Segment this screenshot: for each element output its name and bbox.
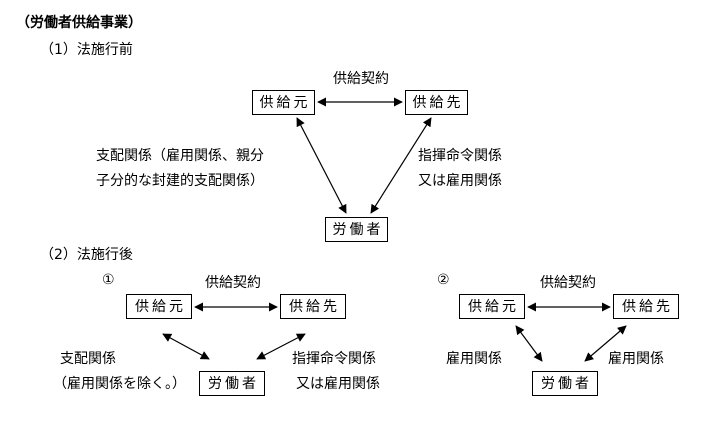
case1-marker: ① bbox=[102, 272, 115, 288]
case2-worker-box: 労働者 bbox=[532, 371, 598, 396]
case1-left-relation-line2: （雇用関係を除く。） bbox=[53, 376, 186, 392]
case2-left-relation-arrow bbox=[515, 325, 543, 362]
case1-right-relation-line1: 指揮命令関係 bbox=[292, 351, 376, 367]
section1-receiver-box: 供給先 bbox=[405, 90, 468, 115]
case2-contract-label: 供給契約 bbox=[540, 275, 596, 291]
section1-left-relation-line2: 子分的な封建的支配関係） bbox=[96, 173, 264, 189]
section1-right-relation-arrow bbox=[370, 117, 432, 214]
case1-right-relation-line2: 又は雇用関係 bbox=[296, 376, 380, 392]
section1-right-relation-line2: 又は雇用関係 bbox=[418, 173, 502, 189]
case2-supplier-box: 供給元 bbox=[459, 294, 525, 319]
case1-left-relation-arrow bbox=[162, 333, 210, 360]
section1-worker-box: 労働者 bbox=[325, 217, 388, 242]
section1-right-relation-line1: 指揮命令関係 bbox=[418, 148, 502, 164]
case1-worker-box: 労働者 bbox=[199, 371, 265, 396]
case1-left-relation-line1: 支配関係 bbox=[60, 351, 116, 367]
case1-supplier-box: 供給元 bbox=[126, 294, 192, 319]
case2-right-relation-arrow bbox=[584, 325, 627, 362]
case1-right-relation-arrow bbox=[256, 333, 306, 360]
case1-receiver-box: 供給先 bbox=[280, 294, 346, 319]
case2-receiver-box: 供給先 bbox=[613, 294, 679, 319]
case2-left-relation: 雇用関係 bbox=[446, 351, 502, 367]
case1-contract-label: 供給契約 bbox=[205, 275, 261, 291]
section1-left-relation-arrow bbox=[296, 117, 347, 214]
section1-label: （1）法施行前 bbox=[40, 42, 133, 58]
case2-marker: ② bbox=[437, 272, 450, 288]
page-heading: （労働者供給事業） bbox=[16, 15, 142, 31]
section2-label: （2）法施行後 bbox=[40, 247, 133, 263]
section1-left-relation-line1: 支配関係（雇用関係、親分 bbox=[96, 148, 264, 164]
section1-supplier-box: 供給元 bbox=[252, 90, 315, 115]
section1-contract-label: 供給契約 bbox=[333, 71, 389, 87]
